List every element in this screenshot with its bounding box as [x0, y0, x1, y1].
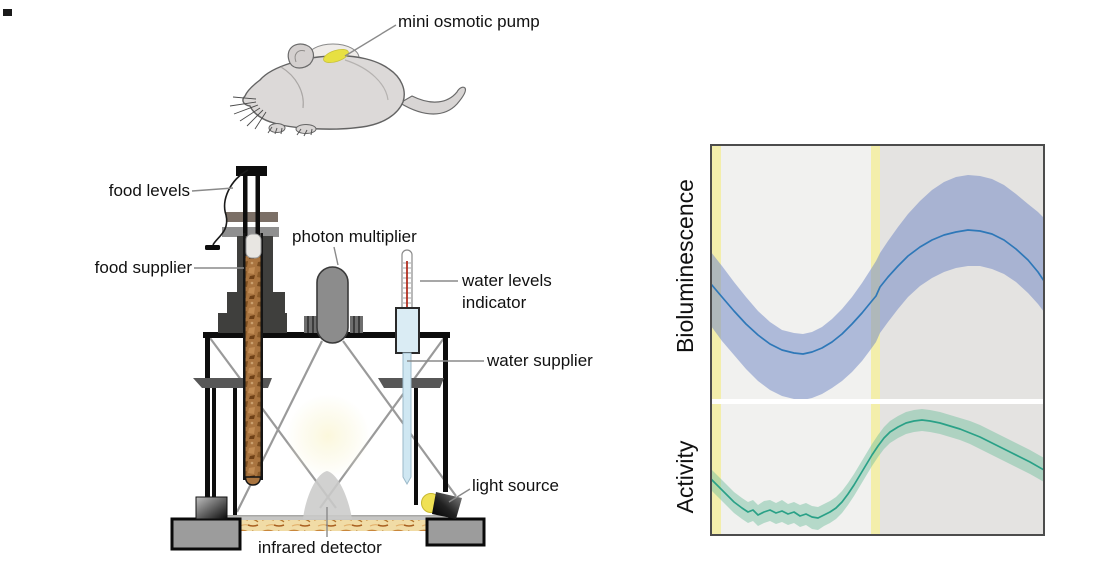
mouse-tail	[398, 86, 467, 115]
leader-lines	[191, 24, 484, 537]
label-water-levels-2: indicator	[462, 293, 527, 312]
crop-artifact	[3, 9, 12, 16]
chart-border	[710, 144, 1045, 536]
chart-plot-area	[711, 145, 1044, 535]
food-dispenser	[205, 166, 287, 486]
bedding	[239, 520, 427, 531]
label-water-supplier: water supplier	[486, 351, 593, 370]
food-bracket-upper	[226, 212, 278, 222]
food-tube-wall-left	[243, 233, 246, 480]
activity-confidence-band	[712, 409, 1043, 530]
food-tube-wall-right	[260, 233, 263, 480]
left-shelf-leg2	[233, 388, 237, 518]
food-tube-bottom	[244, 476, 262, 486]
label-mini-osmotic-pump: mini osmotic pump	[398, 12, 540, 31]
yellow-marker-bar-1	[712, 145, 721, 535]
photon-multiplier-icon	[316, 266, 349, 344]
mouse-illustration	[229, 43, 467, 137]
mouse-toes	[267, 126, 313, 137]
food-rod-left	[243, 175, 248, 236]
mouse-hind-foot	[295, 124, 317, 134]
left-shelf-leg	[212, 388, 216, 513]
pm-mount-right	[350, 316, 363, 333]
pm-mount-stripes	[307, 316, 360, 333]
activity-series	[712, 409, 1043, 530]
label-water-levels-1: water levels	[461, 271, 552, 290]
activity-mean-line	[712, 419, 1043, 519]
panel-separator	[711, 399, 1044, 404]
mouse-whiskers	[229, 96, 267, 130]
mini-osmotic-pump-icon	[323, 49, 349, 63]
food-sensor-wire	[212, 169, 249, 246]
apparatus-diagram	[170, 166, 486, 551]
mouse-ear	[287, 43, 315, 69]
right-shelf-leg	[414, 388, 418, 505]
label-photon-multiplier: photon multiplier	[292, 227, 417, 246]
food-rod-right	[255, 175, 260, 236]
pm-mount-left	[304, 316, 317, 333]
bioluminescence-mean-line	[712, 229, 1043, 355]
mouse-ear-inner	[294, 50, 306, 63]
label-infrared-detector: infrared detector	[258, 538, 382, 557]
water-reservoir	[395, 307, 420, 354]
bioluminescence-glow	[286, 394, 370, 478]
y-axis-label-bioluminescence: Bioluminescence	[672, 179, 698, 353]
infrared-detector-icon	[303, 471, 352, 519]
left-base-block	[170, 517, 242, 551]
y-axis-label-activity: Activity	[672, 440, 698, 513]
food-plunger	[245, 233, 262, 259]
cage-right-leg	[443, 333, 448, 492]
food-sensor-weight	[205, 245, 220, 250]
cage-left-leg	[205, 333, 210, 519]
water-dispenser	[395, 249, 420, 486]
label-food-levels: food levels	[109, 181, 190, 200]
label-food-supplier: food supplier	[95, 258, 193, 277]
right-base-block	[425, 517, 486, 547]
bioluminescence-series	[712, 175, 1043, 399]
food-bracket-lower	[222, 227, 279, 237]
mouse-body	[242, 55, 405, 130]
food-column	[245, 256, 261, 477]
food-cap	[236, 166, 267, 176]
mouse-shoulder-line	[280, 66, 304, 109]
label-light-source: light source	[472, 476, 559, 495]
mouse-thigh-line	[344, 59, 389, 101]
water-sipper-tube	[402, 352, 412, 486]
counterweight	[195, 496, 228, 520]
